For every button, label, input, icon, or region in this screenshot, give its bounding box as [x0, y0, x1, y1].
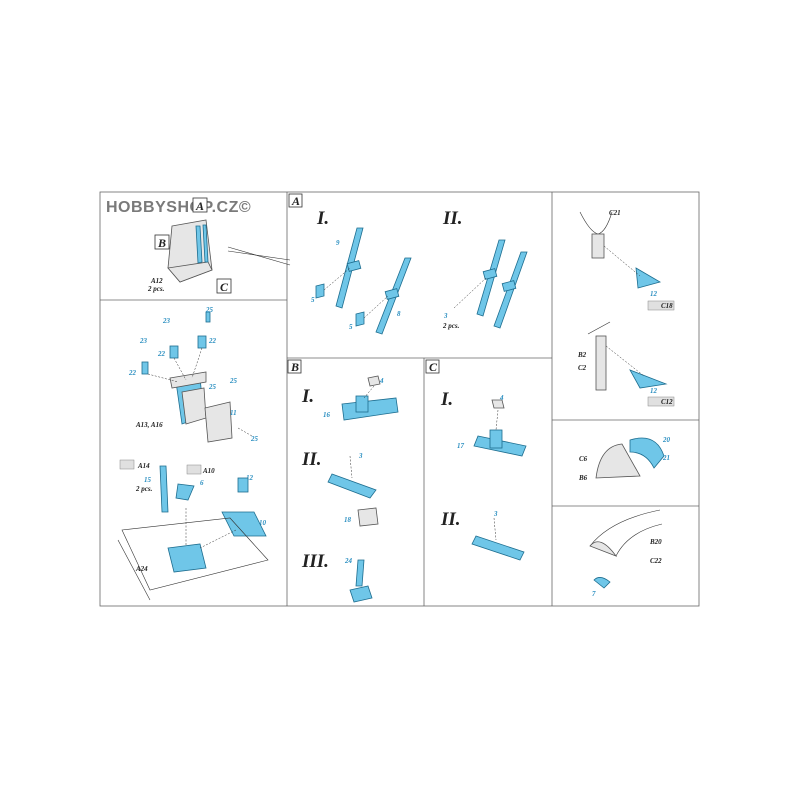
ref-c18: C18	[661, 302, 673, 310]
ref-c22: C22	[650, 557, 662, 565]
seat-overview	[167, 219, 291, 283]
panel-c-step-2: II.	[440, 509, 461, 530]
panel-b-step-3: III.	[301, 551, 329, 572]
part-23: 23	[162, 317, 171, 325]
seat-qty: 2 pcs.	[147, 285, 165, 293]
belt-assembly-a1	[315, 227, 412, 335]
backrest-assembly	[141, 311, 253, 443]
harness-b3	[349, 559, 373, 603]
part-16: 16	[323, 411, 331, 419]
seat-label-a: A	[195, 199, 204, 213]
part-22a: 22	[157, 350, 166, 358]
part-25c: 25	[229, 377, 238, 385]
ref-a14: A14	[137, 462, 150, 470]
ref-b2: B2	[577, 351, 587, 359]
part-24: 24	[344, 557, 353, 565]
ref-b20: B20	[649, 538, 662, 546]
part-15: 15	[144, 476, 152, 484]
part-10: 10	[259, 519, 267, 527]
ref-b6: B6	[578, 474, 588, 482]
part-25a: 25	[205, 306, 214, 314]
part-5a: 5	[311, 296, 315, 304]
part-3-b: 3	[358, 452, 363, 460]
part-11: 11	[230, 409, 237, 417]
part-22b: 22	[208, 337, 217, 345]
harness-c1	[473, 399, 527, 457]
part-9: 9	[336, 239, 340, 247]
part-25b: 25	[208, 383, 217, 391]
control-stick-1	[579, 211, 662, 289]
floor-assembly	[117, 465, 269, 601]
backrest-ref: A13, A16	[135, 421, 163, 429]
panel-a-step-1: I.	[316, 208, 329, 229]
watermark-text: HOBBYSHOP.CZ©	[106, 199, 252, 216]
part-22c: 22	[128, 369, 137, 377]
part-21: 21	[662, 454, 670, 462]
part-20: 20	[662, 436, 671, 444]
part-12-bl: 12	[246, 474, 254, 482]
panel-b-step-2: II.	[301, 449, 322, 470]
panel-b-step-1: I.	[301, 386, 314, 407]
gunsight	[595, 437, 665, 479]
seat-label-c: C	[220, 280, 229, 294]
part-7: 7	[592, 590, 596, 598]
seat-part-ref: A12	[150, 277, 163, 285]
panel-frame	[99, 191, 700, 607]
part-4-b: 4	[379, 377, 384, 385]
part-6: 6	[200, 479, 204, 487]
part-23b: 23	[139, 337, 148, 345]
panel-c-step-1: I.	[440, 389, 453, 410]
harness-c2	[471, 517, 525, 561]
seat-label-b: B	[157, 236, 166, 250]
part-4-c: 4	[499, 394, 504, 402]
part-12-r2: 12	[650, 387, 658, 395]
part-18: 18	[344, 516, 352, 524]
control-stick-2	[587, 321, 668, 391]
harness-b2	[327, 455, 379, 527]
ref-c21: C21	[609, 209, 621, 217]
ref-c12: C12	[661, 398, 673, 406]
ref-c2: C2	[578, 364, 587, 372]
part-8: 8	[397, 310, 401, 318]
part-12-r1: 12	[650, 290, 658, 298]
belt-assembly-a2	[453, 239, 528, 329]
bl-qty: 2 pcs.	[135, 485, 153, 493]
panel-c-letter: C	[429, 360, 438, 374]
part-17: 17	[457, 442, 465, 450]
part-3-c: 3	[493, 510, 498, 518]
panel-b-letter: B	[290, 360, 299, 374]
ref-a24: A24	[135, 565, 148, 573]
part-5b: 5	[349, 323, 353, 331]
harness-b1	[341, 375, 399, 421]
panel-a-letter: A	[291, 194, 300, 208]
panel-a-qty: 2 pcs.	[442, 322, 460, 330]
ref-c6: C6	[579, 455, 588, 463]
part-25d: 25	[250, 435, 259, 443]
part-3-a: 3	[443, 312, 448, 320]
canopy-frame	[589, 509, 663, 589]
panel-a-step-2: II.	[442, 208, 463, 229]
ref-a10: A10	[202, 467, 215, 475]
